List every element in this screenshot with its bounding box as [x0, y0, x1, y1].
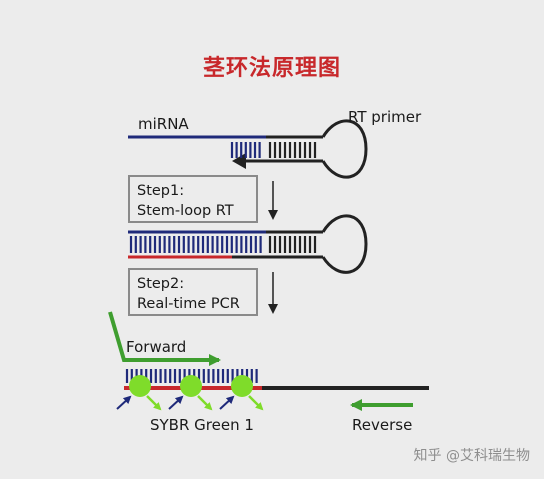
sybr-dye-3 — [219, 375, 264, 411]
forward-primer-arrow — [108, 311, 221, 366]
stage1-primer-stem — [245, 119, 368, 179]
step1-box: Step1: Stem-loop RT — [128, 175, 258, 223]
step2-box: Step2: Real-time PCR — [128, 268, 258, 316]
stage2-base-pairs-black — [268, 236, 317, 253]
sybr-dye-1 — [116, 375, 162, 411]
diagram-title: 茎环法原理图 — [202, 56, 341, 81]
forward-label: Forward — [126, 338, 187, 356]
step2-description: Real-time PCR — [137, 296, 240, 312]
step1-description: Stem-loop RT — [137, 203, 234, 219]
step1-title: Step1: — [137, 183, 185, 199]
sybr-dye-2 — [168, 375, 213, 411]
sybr-dye-molecules — [116, 375, 264, 411]
stage1-primer-arrowhead — [232, 153, 246, 169]
reverse-label: Reverse — [352, 416, 413, 434]
step2-title: Step2: — [137, 276, 185, 292]
stage1-base-pairs-black — [268, 142, 317, 158]
stage1-base-pairs-navy — [230, 142, 261, 158]
rt-primer-label: RT primer — [348, 108, 422, 126]
sybr-green-label: SYBR Green 1 — [150, 416, 254, 434]
mirna-label: miRNA — [138, 115, 189, 133]
stage2-primer-loop — [266, 214, 368, 274]
watermark: 知乎 @艾科瑞生物 — [413, 448, 530, 464]
stage2-base-pairs-navy — [129, 236, 262, 253]
